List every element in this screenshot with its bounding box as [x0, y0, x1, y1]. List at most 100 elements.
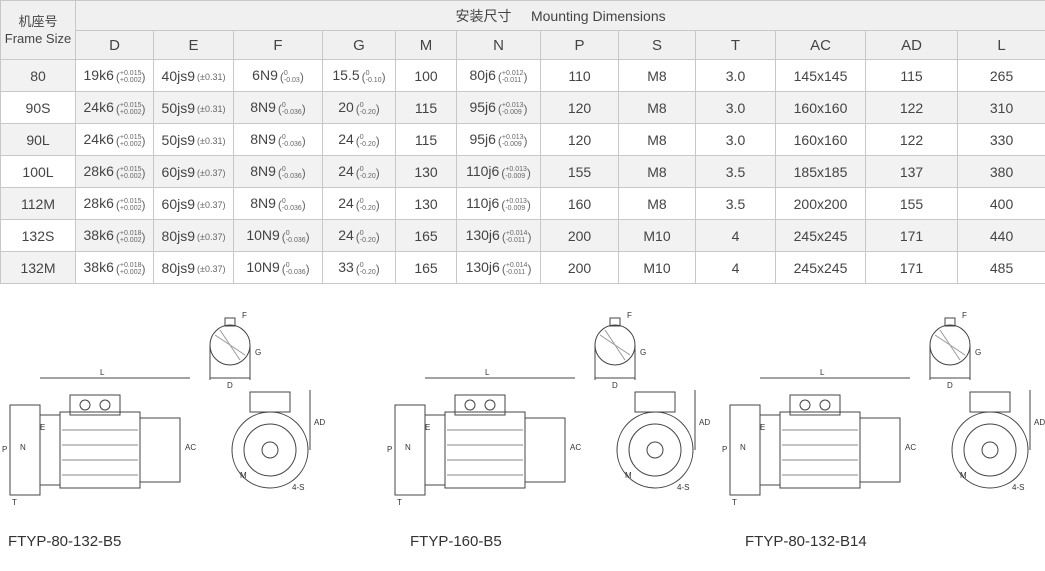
value: 60js9: [161, 195, 195, 212]
tolerance: (0-0.20): [355, 165, 380, 180]
frame-size-cell: 132S: [0, 219, 76, 252]
value: 24k6: [83, 131, 114, 148]
cell-f: 6N9(0-0.03): [233, 59, 323, 92]
tolerance-upper: +0.018: [119, 229, 142, 237]
frame-size-cell: 90L: [0, 123, 76, 156]
tolerance: (±0.37): [197, 263, 226, 274]
tolerance: (0-0.20): [355, 197, 380, 212]
tolerance-lower: -0.011: [505, 268, 526, 276]
cell-ac: 245x245: [775, 219, 866, 252]
cell-t: 4: [695, 251, 776, 284]
tolerance-upper: +0.012: [501, 69, 524, 77]
frame-header-en: Frame Size: [4, 31, 72, 46]
table-title: 安装尺寸 Mounting Dimensions: [74, 0, 1045, 31]
tolerance: (+0.015+0.002): [115, 69, 146, 84]
drawing-caption: FTYP-160-B5: [410, 533, 502, 550]
tolerance-upper: +0.015: [119, 69, 142, 77]
cell-t: 4: [695, 219, 776, 252]
cell-ac: 200x200: [775, 187, 866, 220]
cell-l: 380: [956, 155, 1045, 188]
cell-ad: 122: [865, 123, 958, 156]
cell-e: 80js9(±0.37): [153, 251, 234, 284]
tolerance: (+0.012-0.011): [497, 69, 528, 84]
drawing-caption: FTYP-80-132-B14: [745, 533, 867, 550]
cell-p: 120: [540, 91, 619, 124]
column-header-e: E: [153, 30, 234, 60]
tolerance: (0-0.036): [277, 197, 306, 212]
dimension-label: D: [947, 381, 953, 390]
tolerance-lower: -0.036: [281, 108, 302, 116]
value: 24: [338, 227, 354, 244]
value: 50js9: [161, 99, 195, 116]
cell-g: 24(0-0.20): [322, 187, 396, 220]
tolerance-upper: +0.015: [119, 197, 142, 205]
dimension-label: D: [612, 381, 618, 390]
tolerance-upper: 0: [359, 101, 364, 109]
column-header-d: D: [75, 30, 154, 60]
tolerance-upper: +0.015: [119, 101, 142, 109]
value: 110j6: [466, 163, 500, 180]
dimension-label: N: [405, 443, 411, 452]
dimension-label: M: [240, 471, 247, 480]
tolerance-upper: 0: [283, 69, 288, 77]
tolerance-upper: +0.013: [501, 101, 524, 109]
cell-g: 24(0-0.20): [322, 219, 396, 252]
tolerance-value: ±0.37: [200, 263, 223, 274]
cell-m: 130: [395, 187, 457, 220]
value: 19k6: [83, 67, 114, 84]
tolerance-lower: -0.10: [365, 76, 382, 84]
frame-size-cell: 100L: [0, 155, 76, 188]
tolerance-lower: -0.011: [501, 76, 522, 84]
cell-l: 265: [956, 59, 1045, 92]
value: 95j6: [469, 131, 496, 148]
cell-t: 3.0: [695, 59, 776, 92]
dimension-label: AD: [314, 418, 325, 427]
dimension-label: F: [962, 311, 967, 320]
cell-ac: 160x160: [775, 123, 866, 156]
title-cn: 安装尺寸: [455, 7, 512, 24]
value: 80js9: [161, 227, 195, 244]
dimension-label: T: [12, 498, 17, 507]
tolerance-lower: +0.002: [119, 236, 142, 244]
dimension-label: AC: [570, 443, 581, 452]
value: 24: [338, 163, 354, 180]
column-header-p: P: [540, 30, 619, 60]
cell-e: 80js9(±0.37): [153, 219, 234, 252]
cell-d: 24k6(+0.015+0.002): [75, 123, 154, 156]
tolerance: (0-0.036): [277, 101, 306, 116]
drawing-caption: FTYP-80-132-B5: [8, 533, 122, 550]
tolerance: (+0.015+0.002): [115, 197, 146, 212]
value: 80js9: [161, 259, 195, 276]
tolerance-lower: -0.011: [505, 236, 526, 244]
value: 110j6: [466, 195, 500, 212]
cell-e: 50js9(±0.31): [153, 91, 234, 124]
value: 24k6: [83, 99, 114, 116]
tolerance-lower: -0.036: [281, 172, 302, 180]
dimension-label: AD: [699, 418, 710, 427]
tolerance: (0-0.036): [281, 261, 310, 276]
column-header-ad: AD: [865, 30, 958, 60]
frame-size-cell: 90S: [0, 91, 76, 124]
dimension-label: G: [975, 348, 981, 357]
cell-g: 24(0-0.20): [322, 123, 396, 156]
cell-t: 3.5: [695, 187, 776, 220]
cell-l: 485: [956, 251, 1045, 284]
tolerance-upper: 0: [281, 133, 286, 141]
tolerance-upper: +0.013: [501, 133, 524, 141]
cell-m: 165: [395, 219, 457, 252]
tolerance-upper: 0: [359, 261, 364, 269]
tolerance-upper: +0.015: [119, 133, 142, 141]
cell-ad: 171: [865, 219, 958, 252]
cell-s: M8: [618, 155, 696, 188]
value: 40js9: [161, 67, 195, 84]
cell-p: 160: [540, 187, 619, 220]
cell-s: M8: [618, 91, 696, 124]
tolerance: (±0.31): [197, 135, 226, 146]
value: 38k6: [83, 259, 114, 276]
cell-p: 200: [540, 251, 619, 284]
value: 8N9: [250, 163, 276, 180]
